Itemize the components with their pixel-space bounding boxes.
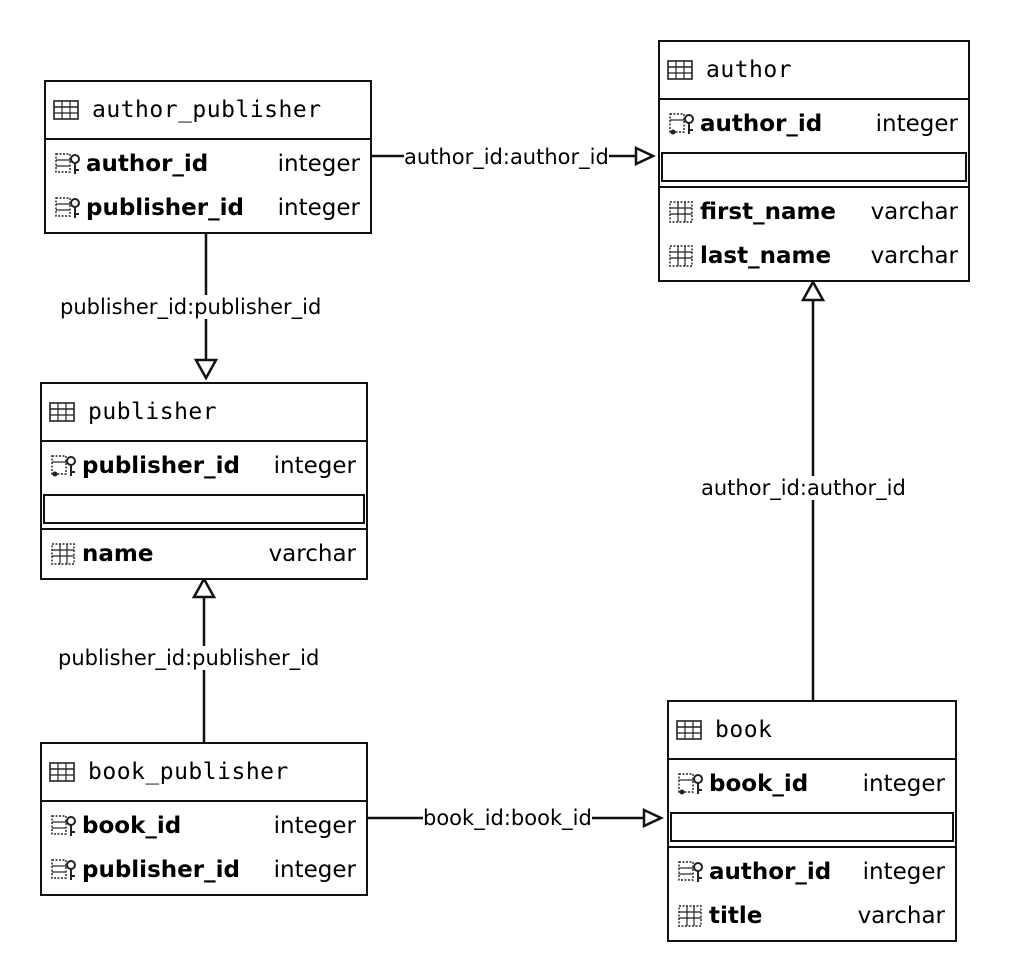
table-header: publisher <box>42 384 366 442</box>
table-header: author <box>660 42 968 100</box>
pk-row[interactable]: book_id integer <box>669 762 955 806</box>
column-row[interactable]: author_id integer <box>46 142 370 186</box>
arrowhead-bp-book <box>642 808 664 828</box>
column-row[interactable]: author_id integer <box>669 850 955 894</box>
table-header: book <box>669 702 955 760</box>
column-name: publisher_id <box>82 453 240 479</box>
table-publisher[interactable]: publisher publisher_id integer name varc… <box>40 382 368 580</box>
column-row[interactable]: title varchar <box>669 894 955 938</box>
table-icon <box>676 720 702 740</box>
table-name: book <box>715 717 773 743</box>
table-name: author <box>706 57 793 83</box>
column-name: publisher_id <box>86 195 244 221</box>
column-icon <box>51 543 75 565</box>
primary-key-icon <box>669 113 694 135</box>
relation-label: author_id:author_id <box>701 476 906 500</box>
table-book[interactable]: book book_id integer author_id integer t… <box>667 700 957 942</box>
column-row[interactable]: name varchar <box>42 532 366 576</box>
foreign-key-icon <box>51 859 76 880</box>
column-row[interactable]: last_name varchar <box>660 234 968 278</box>
column-type: integer <box>875 111 958 137</box>
arrowhead-ap-publisher <box>193 358 219 381</box>
column-name: book_id <box>709 771 809 797</box>
table-icon <box>53 100 79 120</box>
table-icon <box>667 60 693 80</box>
column-name: title <box>709 903 763 929</box>
table-author[interactable]: author author_id integer first_name varc… <box>658 40 970 282</box>
relation-label: publisher_id:publisher_id <box>58 646 320 670</box>
column-type: varchar <box>870 243 958 269</box>
table-name: author_publisher <box>92 97 322 123</box>
column-type: integer <box>273 813 356 839</box>
table-name: book_publisher <box>88 759 289 785</box>
column-row[interactable]: first_name varchar <box>660 190 968 234</box>
index-divider <box>43 494 365 524</box>
column-name: first_name <box>700 199 837 225</box>
column-type: integer <box>277 151 360 177</box>
column-type: varchar <box>870 199 958 225</box>
table-book-publisher[interactable]: book_publisher book_id integer publisher… <box>40 742 368 896</box>
relation-label: author_id:author_id <box>404 145 609 169</box>
arrowhead-bp-publisher <box>191 576 217 599</box>
primary-key-icon <box>51 455 76 477</box>
table-header: book_publisher <box>42 744 366 802</box>
column-type: integer <box>273 857 356 883</box>
column-name: name <box>82 541 154 567</box>
column-name: author_id <box>700 111 823 137</box>
column-row[interactable]: book_id integer <box>42 804 366 848</box>
pk-row[interactable]: publisher_id integer <box>42 444 366 488</box>
column-type: integer <box>273 453 356 479</box>
index-divider <box>670 812 954 842</box>
column-name: author_id <box>86 151 209 177</box>
index-divider <box>661 152 967 182</box>
table-name: publisher <box>88 399 218 425</box>
table-icon <box>49 402 75 422</box>
table-icon <box>49 762 75 782</box>
foreign-key-icon <box>55 197 80 218</box>
arrowhead-book-author <box>800 279 826 302</box>
column-name: author_id <box>709 859 832 885</box>
primary-key-icon <box>678 773 703 795</box>
column-type: varchar <box>857 903 945 929</box>
column-type: integer <box>277 195 360 221</box>
column-name: last_name <box>700 243 832 269</box>
column-row[interactable]: publisher_id integer <box>46 186 370 230</box>
column-row[interactable]: publisher_id integer <box>42 848 366 892</box>
column-icon <box>669 201 693 223</box>
relation-label: book_id:book_id <box>423 806 592 830</box>
foreign-key-icon <box>678 861 703 882</box>
foreign-key-icon <box>55 153 80 174</box>
foreign-key-icon <box>51 815 76 836</box>
pk-row[interactable]: author_id integer <box>660 102 968 146</box>
column-type: integer <box>862 771 945 797</box>
column-type: integer <box>862 859 945 885</box>
column-icon <box>678 905 702 927</box>
column-name: publisher_id <box>82 857 240 883</box>
column-icon <box>669 245 693 267</box>
table-author-publisher[interactable]: author_publisher author_id integer publi… <box>44 80 372 234</box>
table-header: author_publisher <box>46 82 370 140</box>
column-name: book_id <box>82 813 182 839</box>
column-type: varchar <box>268 541 356 567</box>
arrowhead-ap-author <box>634 146 656 166</box>
relation-label: publisher_id:publisher_id <box>60 295 322 319</box>
